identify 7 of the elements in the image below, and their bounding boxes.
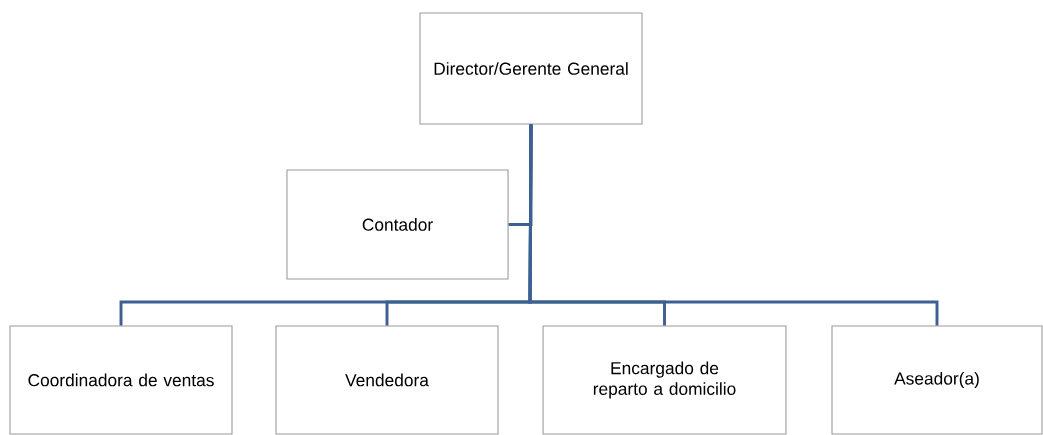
org-box: Contador [286, 169, 509, 280]
connector-line [528, 124, 939, 326]
org-box: Encargado de reparto a domicilio [542, 325, 787, 435]
org-box: Coordinadora de ventas [9, 325, 233, 435]
org-box: Aseador(a) [831, 325, 1043, 435]
org-box: Director/Gerente General [419, 12, 643, 125]
org-box: Vendedora [275, 325, 499, 435]
